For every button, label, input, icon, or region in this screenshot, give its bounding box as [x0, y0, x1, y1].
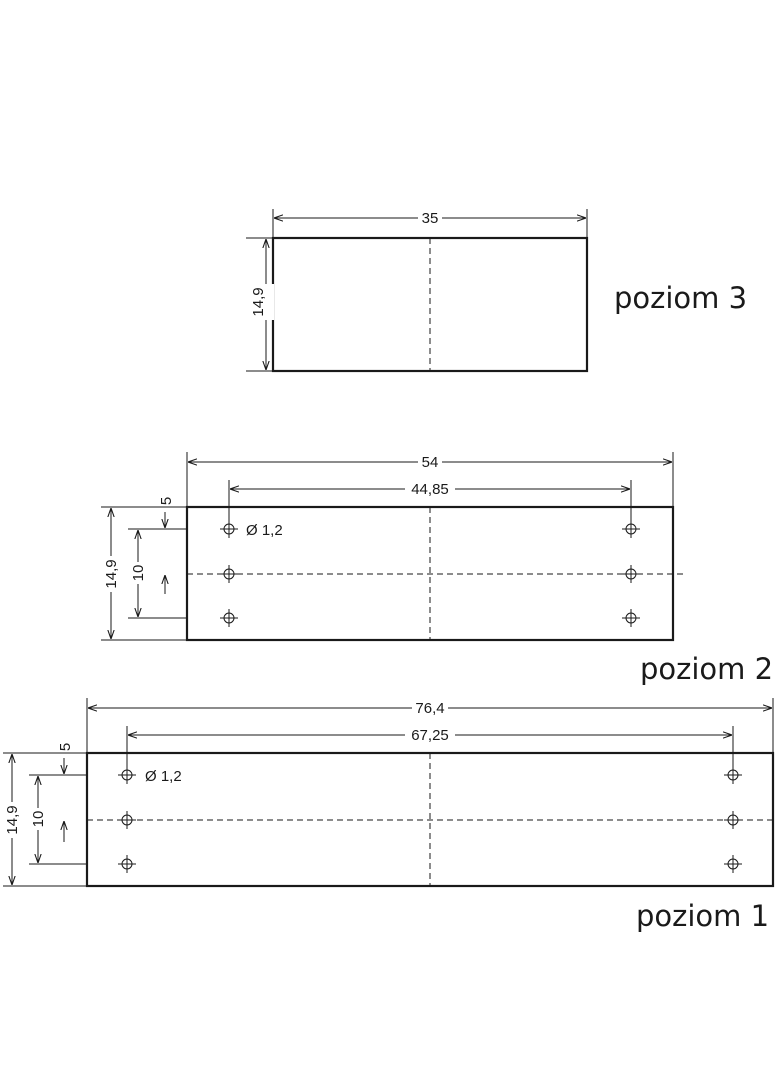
level-1-offset-label: 5 — [57, 743, 74, 751]
level-1-pitch-label: 10 — [30, 811, 47, 828]
level-1-hole-span-label: 67,25 — [411, 727, 449, 744]
level-2-title: poziom 2 — [640, 652, 773, 686]
level-2-hole-mark — [220, 520, 238, 538]
level-2-hole-mark — [220, 565, 238, 583]
level-2-pitch-label: 10 — [130, 565, 147, 582]
level-1-title: poziom 1 — [636, 899, 769, 933]
level-2-pitch-label-bg — [130, 562, 146, 584]
level-2-height-label: 14,9 — [103, 559, 120, 588]
level-1-pitch-label-bg — [30, 808, 46, 830]
level-3-part: 35 14,9 poziom 3 — [246, 209, 747, 373]
level-2-width-label-bg — [418, 454, 442, 470]
level-1-part: 76,4 67,25 14,9 10 5 Ø 1,2 poziom — [3, 698, 776, 933]
level-1-holes — [118, 766, 742, 873]
level-1-hole-span-label-bg — [405, 727, 455, 743]
level-1-height-label: 14,9 — [4, 805, 21, 834]
level-2-offset-label: 5 — [158, 497, 175, 505]
level-2-hole-diameter-label: Ø 1,2 — [246, 522, 283, 539]
level-2-part: 54 44,85 14,9 10 5 Ø 1,2 poziom 2 — [101, 452, 773, 686]
level-2-hole-span-label: 44,85 — [411, 481, 449, 498]
level-2-hole-span-label-bg — [405, 481, 455, 497]
level-1-hole-mark — [118, 811, 136, 829]
level-3-title: poziom 3 — [614, 281, 747, 315]
level-3-width-label-bg — [418, 210, 442, 226]
level-3-width-label: 35 — [422, 210, 439, 227]
level-2-height-label-bg — [103, 556, 119, 592]
level-2-holes — [220, 520, 640, 627]
level-2-hole-mark — [220, 609, 238, 627]
level-1-width-label: 76,4 — [415, 700, 444, 717]
level-3-height-label: 14,9 — [250, 287, 267, 316]
level-2-hole-mark — [622, 520, 640, 538]
level-2-hole-mark — [622, 565, 640, 583]
level-1-hole-mark — [724, 811, 742, 829]
level-3-height-label-bg — [258, 284, 274, 320]
level-1-width-label-bg — [412, 700, 448, 716]
level-2-hole-mark — [622, 609, 640, 627]
level-1-height-label-bg — [4, 802, 20, 838]
level-1-hole-mark — [724, 766, 742, 784]
level-1-hole-mark — [118, 855, 136, 873]
level-2-width-label: 54 — [422, 454, 439, 471]
level-1-hole-mark — [118, 766, 136, 784]
level-1-hole-diameter-label: Ø 1,2 — [145, 768, 182, 785]
level-1-hole-mark — [724, 855, 742, 873]
